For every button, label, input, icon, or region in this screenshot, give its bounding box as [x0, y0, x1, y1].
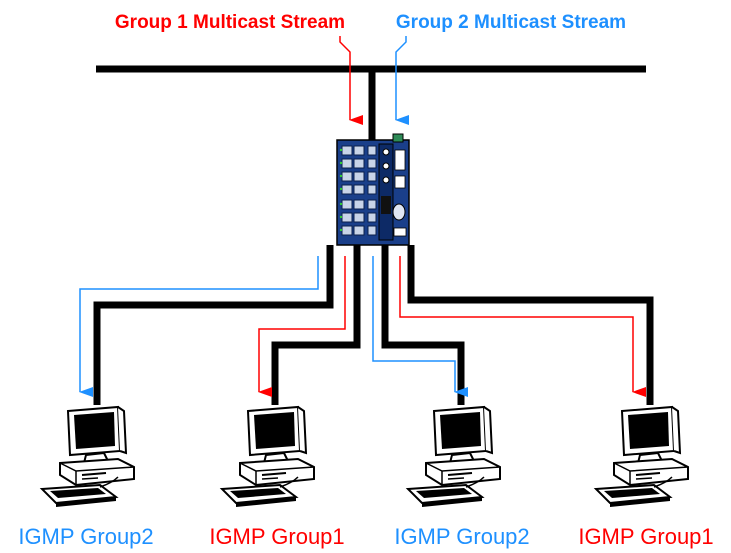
- host2-label: IGMP Group1: [209, 524, 344, 549]
- desktop-computer-icon: [41, 406, 135, 508]
- forward-arrow-host1: [79, 256, 319, 397]
- host1-label: IGMP Group2: [18, 524, 153, 549]
- host4-label: IGMP Group1: [578, 524, 713, 549]
- host-cables: [93, 245, 654, 405]
- desktop-computer-icon: [595, 406, 689, 508]
- host3-label: IGMP Group2: [394, 524, 529, 549]
- group2-stream-arrow: [395, 36, 409, 125]
- group1-stream-label: Group 1 Multicast Stream: [115, 12, 345, 33]
- desktop-computer-icon: [407, 406, 501, 508]
- ethernet-switch-icon: [336, 133, 410, 246]
- forward-arrow-host2: [258, 256, 346, 397]
- forward-arrow-host3: [372, 256, 468, 397]
- group2-stream-label: Group 2 Multicast Stream: [396, 12, 626, 33]
- group1-stream-arrow: [339, 36, 363, 125]
- forward-arrow-host4: [399, 256, 646, 397]
- desktop-computer-icon: [221, 406, 315, 508]
